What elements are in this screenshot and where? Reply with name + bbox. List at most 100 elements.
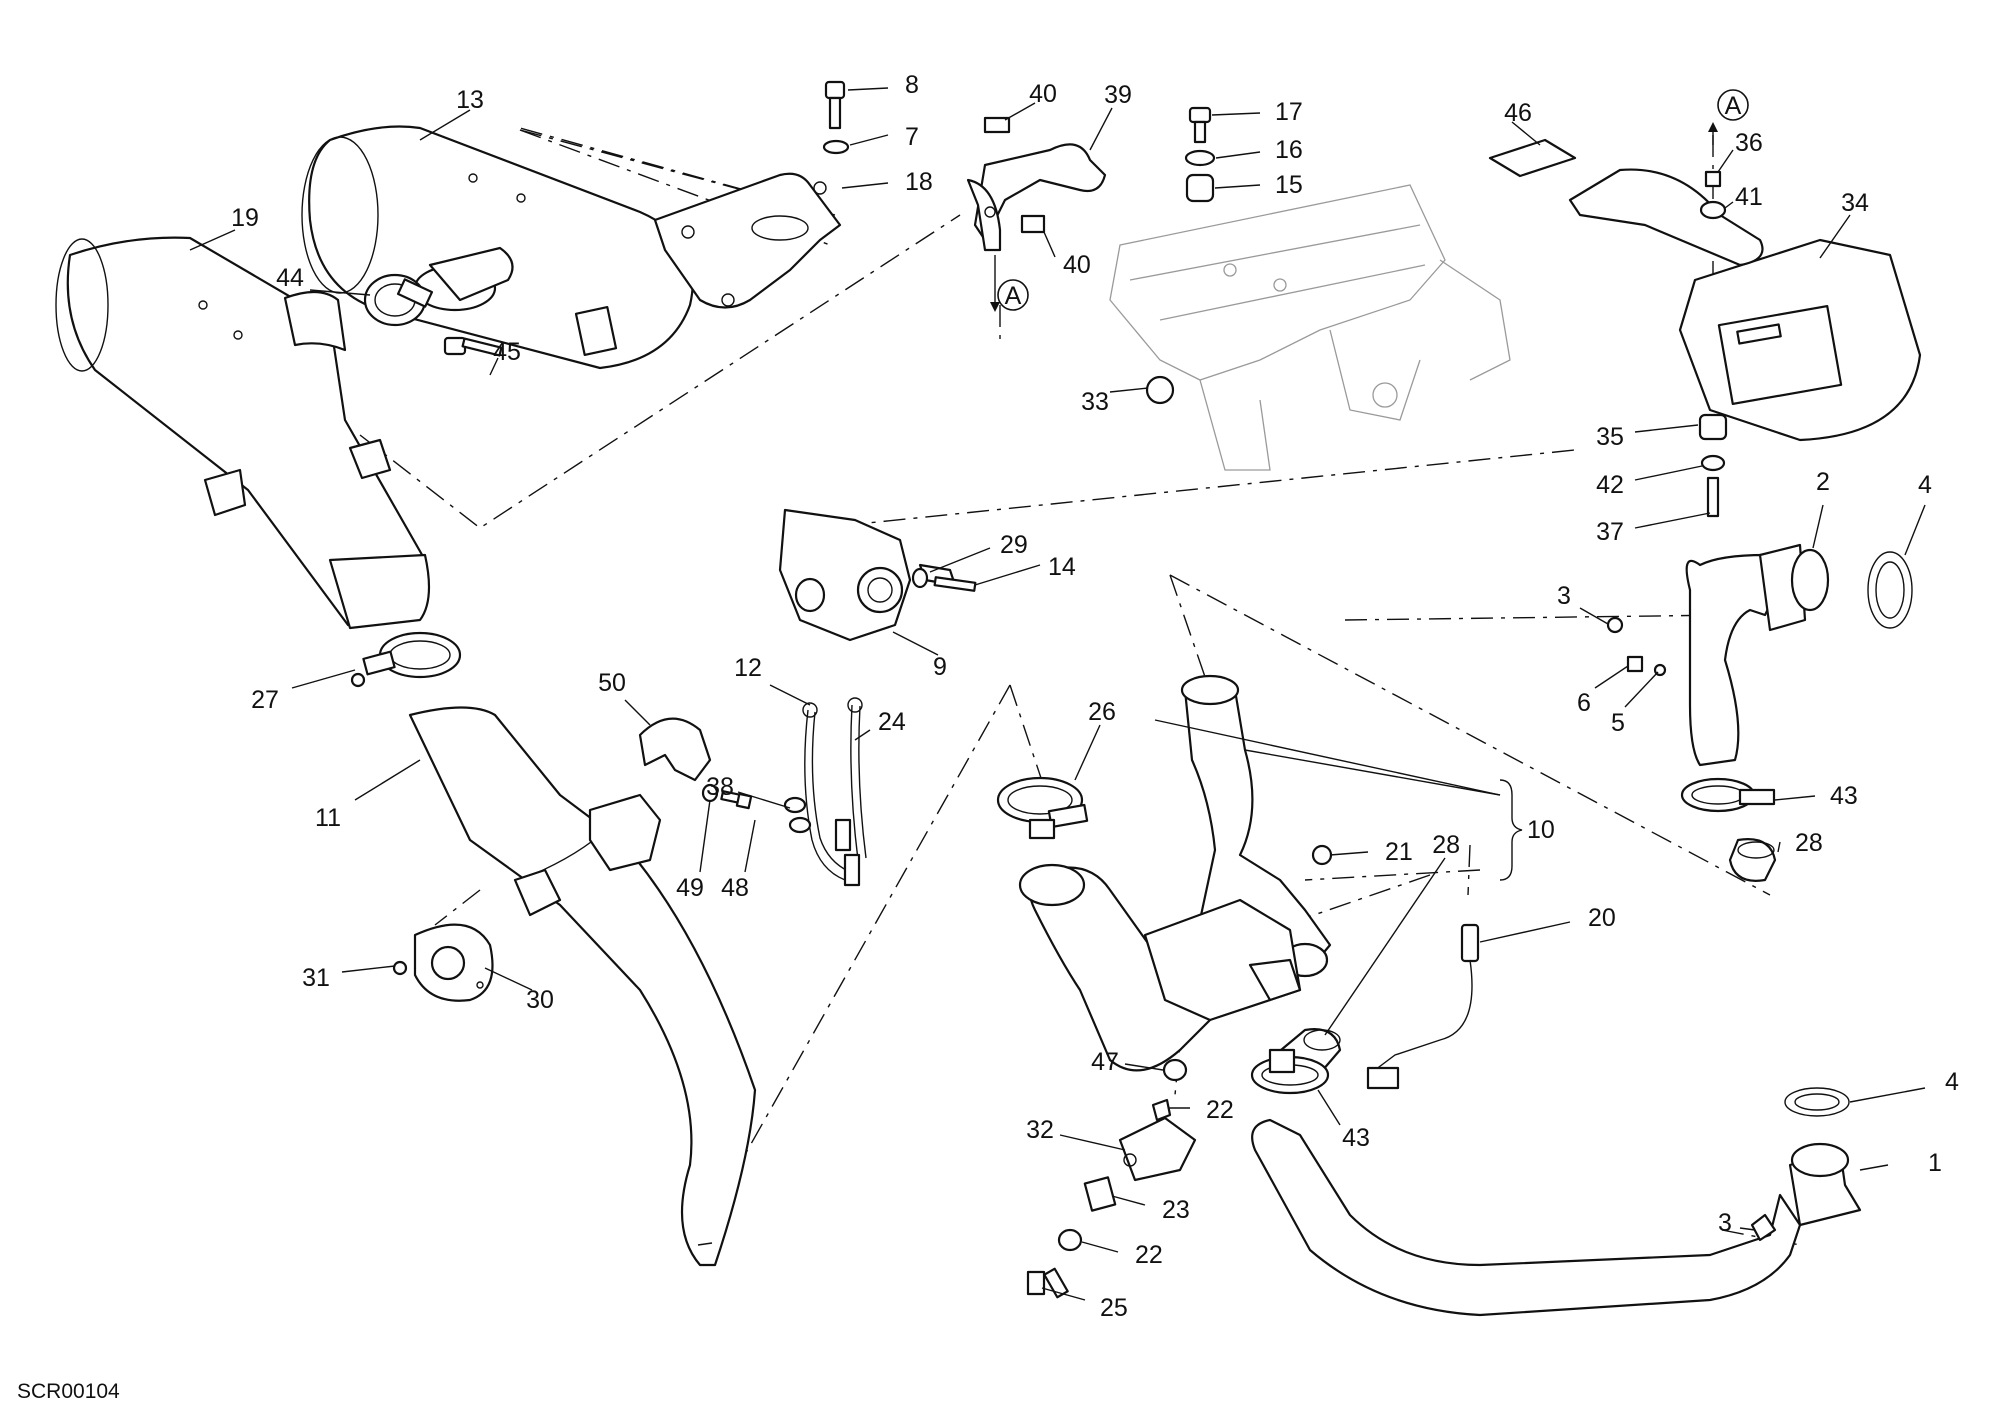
callout-leader-8 bbox=[847, 87, 889, 91]
callout-leader-13 bbox=[419, 109, 471, 141]
collector-catalytic-10 bbox=[1018, 674, 1332, 1072]
callout-leader-5 bbox=[1624, 671, 1659, 708]
callout-number-40: 40 bbox=[1029, 80, 1057, 108]
callout-number-35: 35 bbox=[1596, 423, 1624, 451]
callout-number-39: 39 bbox=[1104, 81, 1132, 109]
callout-number-31: 31 bbox=[302, 964, 330, 992]
callout-number-6: 6 bbox=[1577, 689, 1591, 717]
clamp-27 bbox=[350, 631, 462, 688]
callout-leader-3 bbox=[1579, 607, 1609, 625]
clamp-44 bbox=[363, 273, 434, 327]
callout-leader-50 bbox=[624, 699, 651, 726]
callout-number-3: 3 bbox=[1557, 582, 1571, 610]
callout-number-40: 40 bbox=[1063, 251, 1091, 279]
callout-number-3: 3 bbox=[1718, 1209, 1732, 1237]
clamp-43-lower bbox=[1250, 1048, 1330, 1095]
callout-number-5: 5 bbox=[1611, 709, 1625, 737]
cover-50 bbox=[638, 717, 712, 782]
tray-34 bbox=[1568, 168, 1922, 442]
callout-leader-11 bbox=[354, 759, 421, 801]
callout-number-49: 49 bbox=[676, 874, 704, 902]
callout-number-19: 19 bbox=[231, 204, 259, 232]
callout-number-43: 43 bbox=[1342, 1124, 1370, 1152]
callout-number-23: 23 bbox=[1162, 1196, 1190, 1224]
callout-number-47: 47 bbox=[1091, 1048, 1119, 1076]
svg-text:A: A bbox=[1725, 92, 1742, 120]
callout-number-37: 37 bbox=[1596, 518, 1624, 546]
callout-number-26: 26 bbox=[1088, 698, 1116, 726]
bolt-stack-36-41-35-42-37 bbox=[1698, 170, 1728, 518]
callout-leader-45 bbox=[489, 357, 499, 376]
silencer-upper-13 bbox=[301, 125, 694, 370]
callout-leader-21 bbox=[1329, 851, 1369, 856]
callout-number-44: 44 bbox=[276, 264, 304, 292]
callout-number-13: 13 bbox=[456, 86, 484, 114]
frame-ghost bbox=[1109, 184, 1511, 471]
callout-leader-43 bbox=[1774, 795, 1816, 801]
callout-leader-43 bbox=[1317, 1089, 1341, 1126]
callout-leader-6 bbox=[1594, 665, 1629, 689]
callout-number-46: 46 bbox=[1504, 99, 1532, 127]
part-callouts: 1233445678911121314151617181920212222232… bbox=[189, 71, 1959, 1322]
callout-leader-49 bbox=[699, 799, 711, 873]
silencer-lower-19 bbox=[55, 236, 431, 630]
header-pipe-1 bbox=[1251, 1087, 1862, 1317]
svg-text:A: A bbox=[1005, 282, 1022, 310]
callout-number-33: 33 bbox=[1081, 388, 1109, 416]
callout-leader-15 bbox=[1214, 184, 1261, 189]
callout-number-17: 17 bbox=[1275, 98, 1303, 126]
callout-number-50: 50 bbox=[598, 669, 626, 697]
callout-leader-36 bbox=[1717, 149, 1734, 173]
callout-leader-28 bbox=[1777, 841, 1781, 853]
callout-leader-46 bbox=[1511, 121, 1541, 146]
callout-leader-23 bbox=[1111, 1195, 1146, 1206]
bracket-39 bbox=[966, 116, 1107, 312]
callout-number-7: 7 bbox=[905, 123, 919, 151]
callout-number-4: 4 bbox=[1918, 471, 1932, 499]
group-brace-label: 10 bbox=[1527, 816, 1555, 844]
callout-leader-27 bbox=[291, 669, 356, 689]
bolt-31 bbox=[392, 960, 408, 976]
callout-number-34: 34 bbox=[1841, 189, 1869, 217]
view-marker-bottom: A bbox=[997, 279, 1029, 311]
callout-number-21: 21 bbox=[1385, 838, 1413, 866]
callout-leader-17 bbox=[1211, 112, 1261, 116]
callout-number-14: 14 bbox=[1048, 553, 1076, 581]
callout-leader-35 bbox=[1634, 424, 1699, 433]
callout-number-42: 42 bbox=[1596, 471, 1624, 499]
callout-leader-12 bbox=[769, 684, 811, 706]
callout-number-8: 8 bbox=[905, 71, 919, 99]
callout-leader-18 bbox=[841, 182, 889, 189]
callout-leader-40 bbox=[1043, 231, 1056, 258]
callout-leader-38 bbox=[737, 791, 791, 809]
callout-leader-39 bbox=[1089, 107, 1113, 151]
callout-number-12: 12 bbox=[734, 654, 762, 682]
callout-number-22: 22 bbox=[1135, 1241, 1163, 1269]
lambda-sensor-20 bbox=[1366, 923, 1480, 1090]
clamp-26 bbox=[996, 776, 1089, 840]
drawing-code: SCR00104 bbox=[17, 1380, 120, 1403]
callout-number-18: 18 bbox=[905, 168, 933, 196]
callout-leader-16 bbox=[1215, 151, 1261, 159]
callout-leader-31 bbox=[341, 965, 396, 973]
callout-number-20: 20 bbox=[1588, 904, 1616, 932]
callout-number-41: 41 bbox=[1735, 183, 1763, 211]
callout-leader-32 bbox=[1059, 1134, 1126, 1151]
callout-number-29: 29 bbox=[1000, 531, 1028, 559]
callout-leader-19 bbox=[189, 229, 236, 251]
callout-leader-24 bbox=[854, 729, 871, 741]
bolt-stack-8-7 bbox=[822, 80, 850, 155]
callout-leader-34 bbox=[1819, 214, 1851, 259]
view-marker-top: A bbox=[1708, 89, 1749, 145]
callout-number-30: 30 bbox=[526, 986, 554, 1014]
callout-leader-44 bbox=[309, 289, 371, 296]
callout-leader-37 bbox=[1634, 512, 1711, 529]
callout-number-1: 1 bbox=[1928, 1149, 1942, 1177]
callout-leader-4 bbox=[1849, 1087, 1926, 1103]
nut-21 bbox=[1311, 844, 1333, 866]
callout-leader-2 bbox=[1812, 504, 1824, 549]
plate-46 bbox=[1488, 138, 1577, 178]
callout-number-22: 22 bbox=[1206, 1096, 1234, 1124]
callout-leader-25 bbox=[1041, 1287, 1086, 1301]
callout-number-11: 11 bbox=[315, 804, 341, 832]
